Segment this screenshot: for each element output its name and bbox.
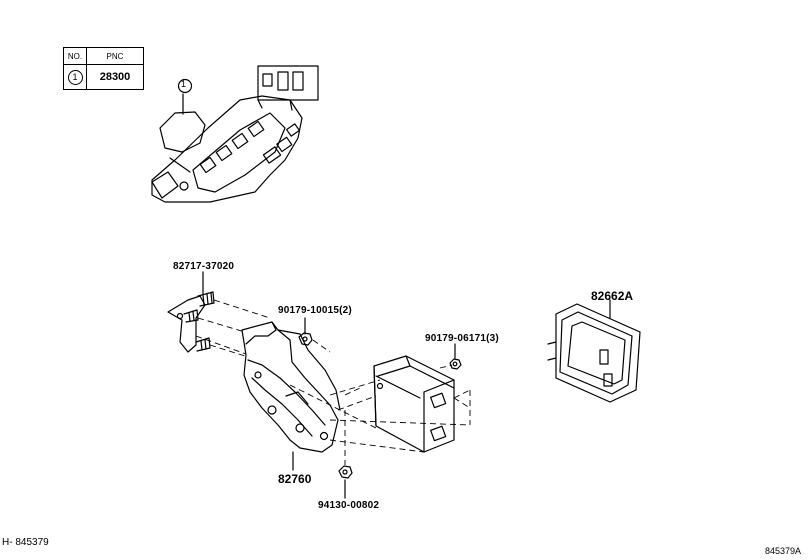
pnc-legend-table: NO. PNC 1 28300: [63, 47, 144, 90]
plate-82717: [167, 291, 215, 353]
control-unit-box: [373, 355, 455, 453]
nut-90179-06171: [449, 343, 462, 370]
item-1-marker-label: 1: [181, 79, 187, 89]
cover-82662A: [547, 303, 641, 403]
part-number-82662A: 82662A: [591, 289, 634, 303]
assembly-guide-lines: [195, 299, 471, 465]
footer-figure-id: 845379A: [765, 546, 802, 556]
part-number-90179-06171: 90179-06171(3): [425, 333, 499, 344]
legend-row-number: 1: [67, 69, 83, 85]
starter-motor-illustration: [151, 65, 319, 203]
part-number-82717-37020: 82717-37020: [173, 261, 235, 272]
footer-diagram-id: H- 845379: [2, 537, 49, 548]
bracket-82760: [241, 321, 341, 453]
item-1-marker-circle: [177, 78, 193, 94]
nut-90179-10015: [298, 317, 313, 346]
legend-row: 1 28300: [63, 64, 144, 90]
nut-94130-00802: [338, 465, 353, 499]
part-number-90179-10015: 90179-10015(2): [278, 305, 352, 316]
part-number-94130-00802: 94130-00802: [318, 500, 380, 511]
part-number-82760: 82760: [278, 472, 312, 486]
legend-row-pnc: 28300: [86, 64, 144, 90]
